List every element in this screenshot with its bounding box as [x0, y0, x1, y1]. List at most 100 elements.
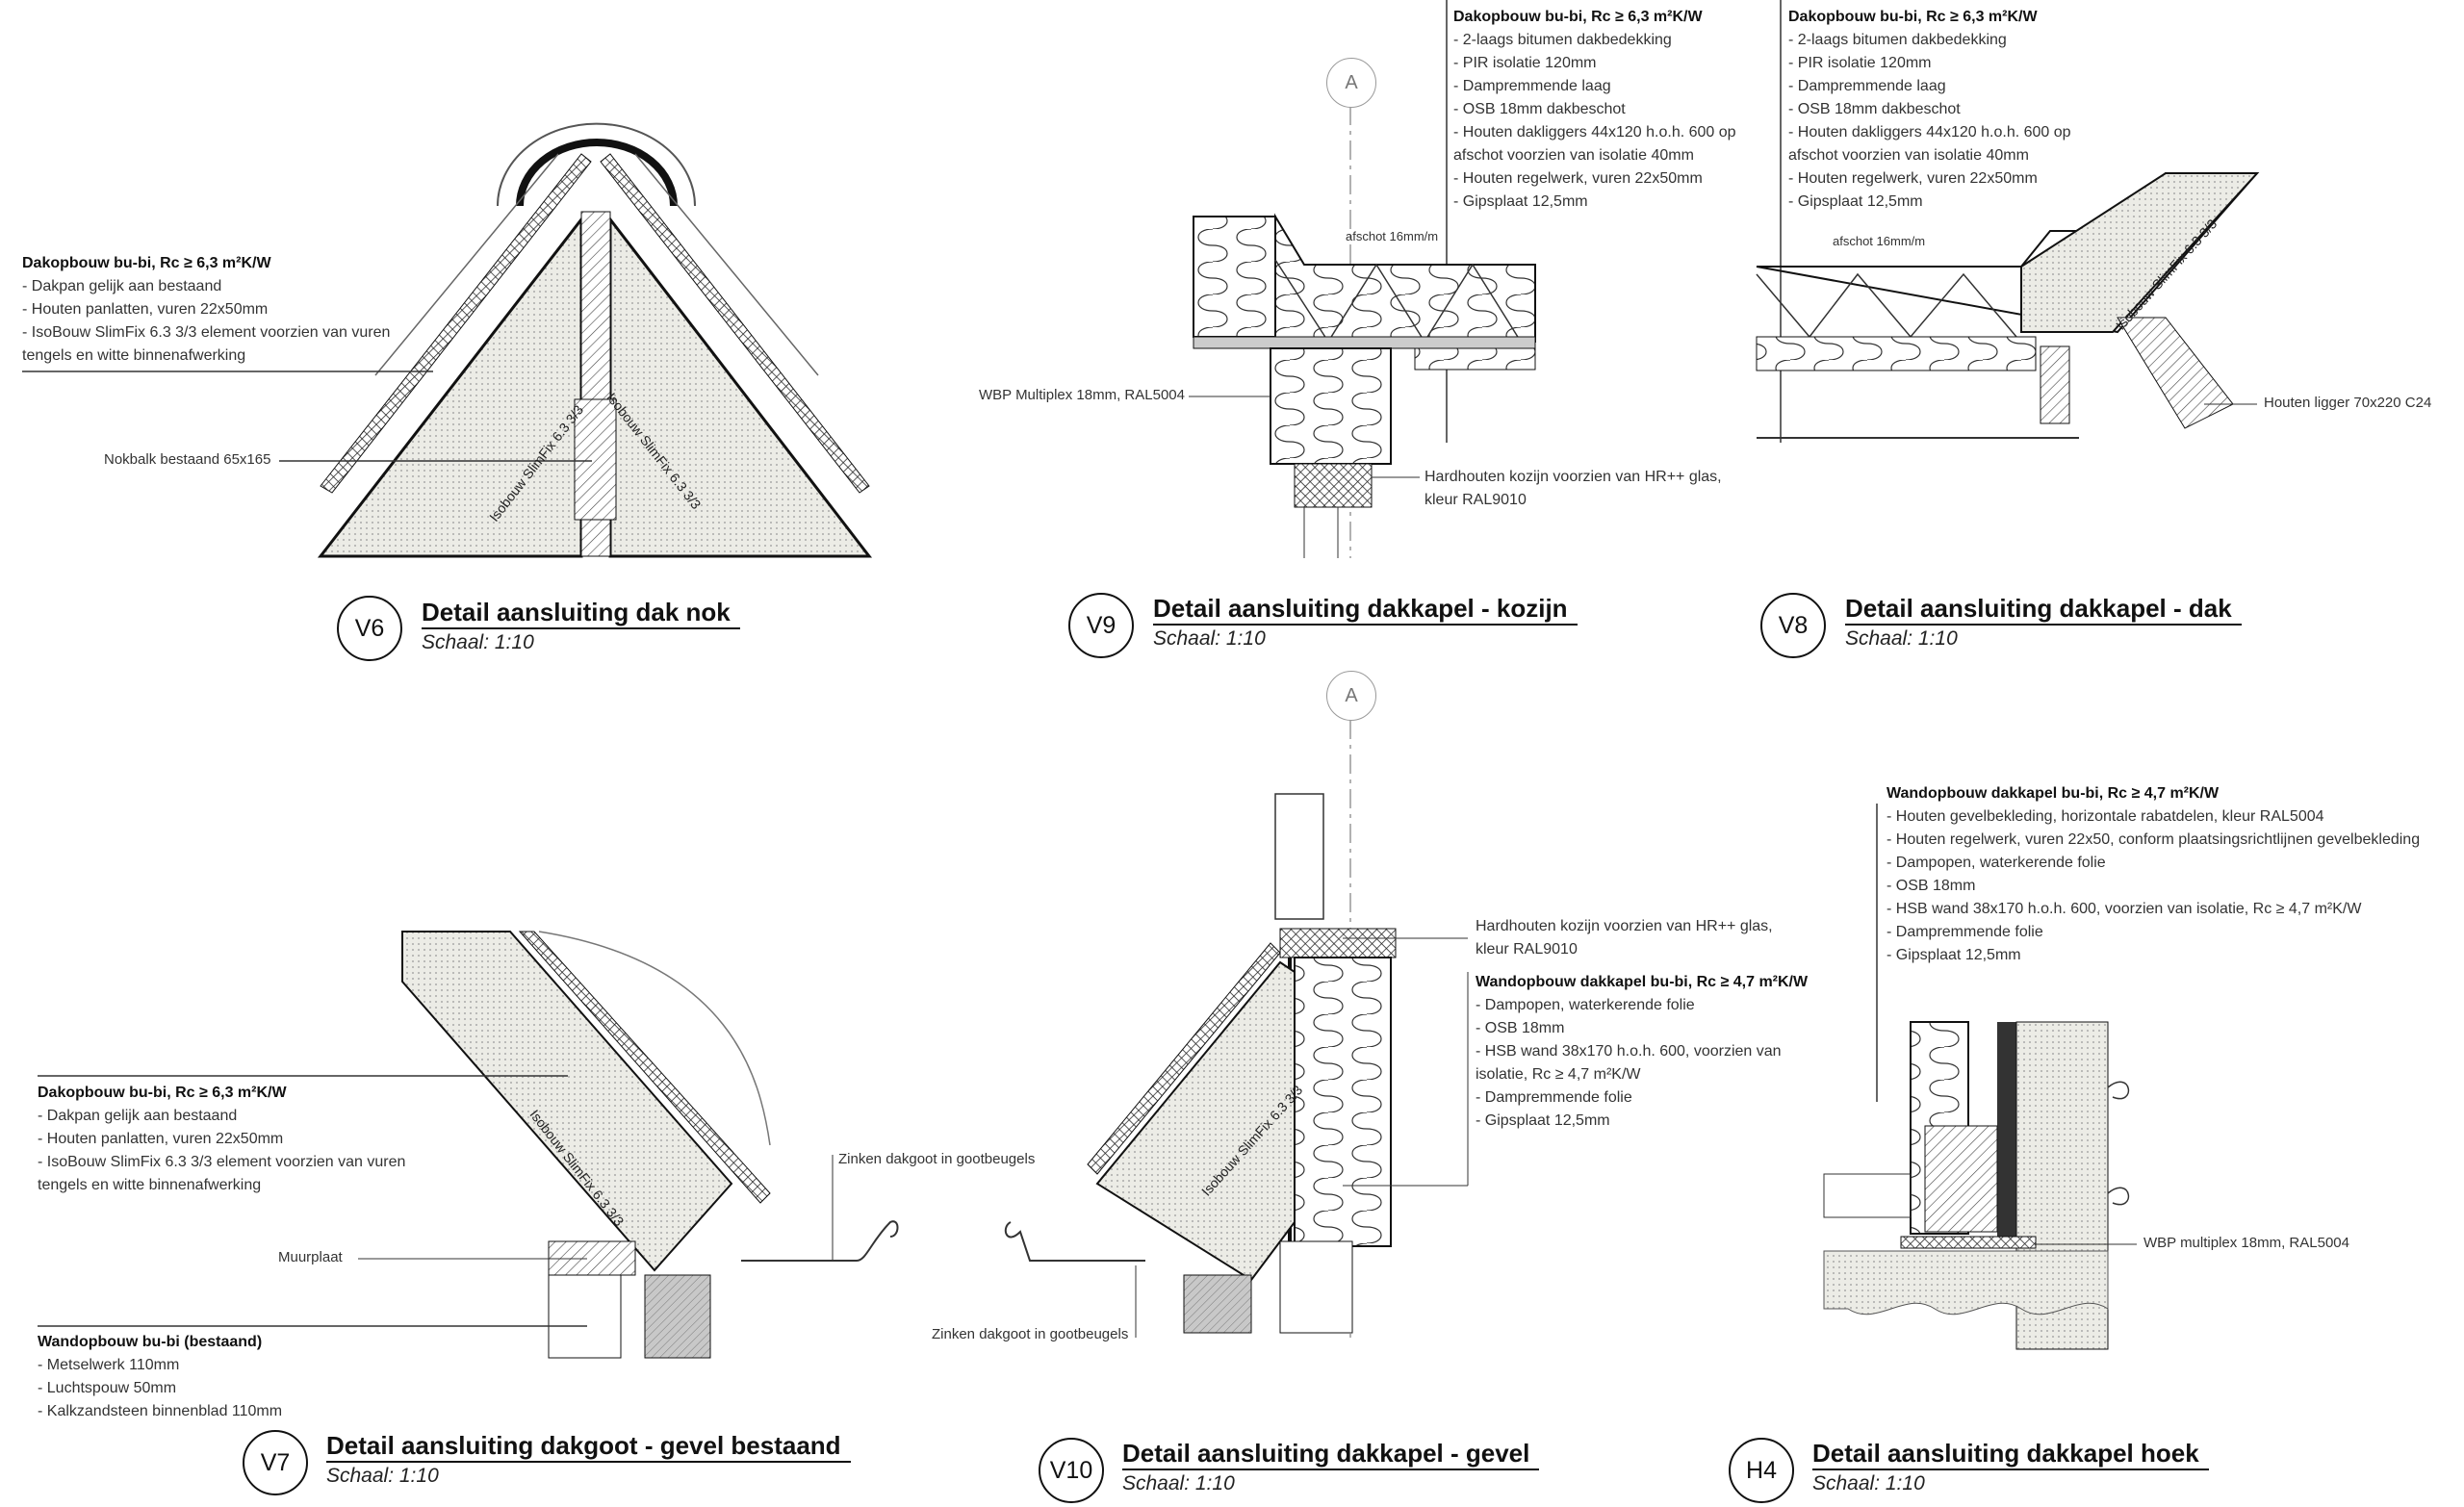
h4-title-block: Detail aansluiting dakkapel hoek Schaal:…	[1812, 1438, 2209, 1495]
v7-wall-line: - Luchtspouw 50mm	[38, 1380, 177, 1396]
v9-spec-heading: Dakopbouw bu-bi, Rc ≥ 6,3 m²K/W	[1453, 9, 1703, 25]
v9-scale: Schaal: 1:10	[1153, 627, 1266, 650]
v9-spec-line: - Houten regelwerk, vuren 22x50mm	[1453, 170, 1703, 187]
v7-spec: Dakopbouw bu-bi, Rc ≥ 6,3 m²K/W - Dakpan…	[38, 1082, 405, 1197]
v8-title-block: Detail aansluiting dakkapel - dak Schaal…	[1845, 593, 2242, 651]
h4-spec-heading: Wandopbouw dakkapel bu-bi, Rc ≥ 4,7 m²K/…	[1886, 785, 2220, 802]
v9-label-kozijn-line: kleur RAL9010	[1424, 492, 1527, 508]
v6-scale: Schaal: 1:10	[422, 631, 534, 653]
v6-spec-line: tengels en witte binnenafwerking	[22, 347, 246, 364]
v10-label-kozijn-line: kleur RAL9010	[1476, 941, 1578, 958]
v9-spec-line: - PIR isolatie 120mm	[1453, 55, 1597, 71]
v8-scale: Schaal: 1:10	[1845, 627, 1958, 650]
v7-label-muurplaat: Muurplaat	[278, 1249, 343, 1265]
v9-dormer-frame-drawing	[1189, 0, 1536, 558]
v8-label-ligger: Houten ligger 70x220 C24	[2264, 395, 2432, 411]
v8-spec-line: - Gipsplaat 12,5mm	[1788, 193, 1923, 210]
v8-detail-tag: V8	[1760, 593, 1826, 658]
v10-label-kozijn: Hardhouten kozijn voorzien van HR++ glas…	[1476, 915, 1773, 961]
v10-title-block: Detail aansluiting dakkapel - gevel Scha…	[1122, 1438, 1540, 1495]
v9-spec-line: - Dampremmende laag	[1453, 78, 1611, 94]
v6-spec-line: - Dakpan gelijk aan bestaand	[22, 278, 222, 294]
v10-scale: Schaal: 1:10	[1122, 1472, 1235, 1494]
v9-label-multiplex: WBP Multiplex 18mm, RAL5004	[979, 387, 1185, 403]
v9-spec-line: - 2-laags bitumen dakbedekking	[1453, 32, 1672, 48]
v7-spec-heading: Dakopbouw bu-bi, Rc ≥ 6,3 m²K/W	[38, 1085, 287, 1101]
v7-wall-heading: Wandopbouw bu-bi (bestaand)	[38, 1334, 263, 1350]
v9-detail-tag: V9	[1068, 593, 1134, 658]
v7-spec-line: tengels en witte binnenafwerking	[38, 1177, 262, 1193]
v10-detail-tag: V10	[1039, 1438, 1104, 1503]
v9-spec-line: - Houten dakliggers 44x120 h.o.h. 600 op	[1453, 124, 1736, 140]
h4-spec-line: - Dampremmende folie	[1886, 924, 2043, 940]
v9-spec-line: - Gipsplaat 12,5mm	[1453, 193, 1588, 210]
h4-spec: Wandopbouw dakkapel bu-bi, Rc ≥ 4,7 m²K/…	[1886, 782, 2420, 967]
h4-spec-line: - Houten gevelbekleding, horizontale rab…	[1886, 808, 2324, 825]
v9-label-kozijn: Hardhouten kozijn voorzien van HR++ glas…	[1424, 466, 1722, 512]
v7-scale: Schaal: 1:10	[326, 1465, 439, 1487]
section-marker-a-top: A	[1326, 58, 1376, 108]
v6-detail-tag: V6	[337, 596, 402, 661]
v8-spec-heading: Dakopbouw bu-bi, Rc ≥ 6,3 m²K/W	[1788, 9, 2038, 25]
v8-dormer-roof-drawing	[1756, 0, 2260, 443]
v10-spec-line: - HSB wand 38x170 h.o.h. 600, voorzien v…	[1476, 1043, 1782, 1060]
section-marker-a-bottom: A	[1326, 671, 1376, 721]
h4-corner-drawing	[1823, 804, 2137, 1350]
v6-ridge-drawing	[22, 122, 873, 558]
v8-spec-line: - 2-laags bitumen dakbedekking	[1788, 32, 2007, 48]
v9-spec-line: - OSB 18mm dakbeschot	[1453, 101, 1626, 117]
v8-spec-line: - Dampremmende laag	[1788, 78, 1946, 94]
h4-spec-line: - OSB 18mm	[1886, 878, 1976, 894]
v10-spec-line: - Gipsplaat 12,5mm	[1476, 1112, 1610, 1129]
v10-title: Detail aansluiting dakkapel - gevel	[1122, 1438, 1540, 1470]
v6-spec-heading: Dakopbouw bu-bi, Rc ≥ 6,3 m²K/W	[22, 255, 271, 271]
h4-label-multiplex: WBP multiplex 18mm, RAL5004	[2143, 1235, 2349, 1251]
v8-title: Detail aansluiting dakkapel - dak	[1845, 593, 2242, 626]
v10-spec: Wandopbouw dakkapel bu-bi, Rc ≥ 4,7 m²K/…	[1476, 971, 1808, 1133]
v10-spec-line: isolatie, Rc ≥ 4,7 m²K/W	[1476, 1066, 1641, 1083]
v10-spec-heading: Wandopbouw dakkapel bu-bi, Rc ≥ 4,7 m²K/…	[1476, 974, 1809, 990]
h4-spec-line: - Houten regelwerk, vuren 22x50, conform…	[1886, 831, 2421, 848]
v6-title: Detail aansluiting dak nok	[422, 597, 740, 629]
v6-label-nokbalk: Nokbalk bestaand 65x165	[104, 451, 271, 468]
h4-detail-tag: H4	[1729, 1438, 1794, 1503]
v10-spec-line: - Dampremmende folie	[1476, 1089, 1632, 1106]
h4-spec-line: - HSB wand 38x170 h.o.h. 600, voorzien v…	[1886, 901, 2362, 917]
v10-spec-line: - Dampopen, waterkerende folie	[1476, 997, 1695, 1013]
v9-title-block: Detail aansluiting dakkapel - kozijn Sch…	[1153, 593, 1578, 651]
v8-spec-line: - Houten dakliggers 44x120 h.o.h. 600 op	[1788, 124, 2071, 140]
v7-wall-spec: Wandopbouw bu-bi (bestaand) - Metselwerk…	[38, 1331, 282, 1423]
v8-spec-line: - PIR isolatie 120mm	[1788, 55, 1932, 71]
v6-spec-line: - Houten panlatten, vuren 22x50mm	[22, 301, 269, 318]
v10-label-kozijn-line: Hardhouten kozijn voorzien van HR++ glas…	[1476, 918, 1773, 934]
v8-spec: Dakopbouw bu-bi, Rc ≥ 6,3 m²K/W - 2-laag…	[1788, 6, 2071, 214]
v7-title: Detail aansluiting dakgoot - gevel besta…	[326, 1430, 851, 1463]
v7-wall-line: - Metselwerk 110mm	[38, 1357, 180, 1373]
v9-label-slope: afschot 16mm/m	[1346, 229, 1439, 243]
v8-spec-line: afschot voorzien van isolatie 40mm	[1788, 147, 2029, 164]
v7-label-gutter: Zinken dakgoot in gootbeugels	[838, 1151, 1036, 1167]
h4-scale: Schaal: 1:10	[1812, 1472, 1925, 1494]
v9-spec-line: afschot voorzien van isolatie 40mm	[1453, 147, 1694, 164]
h4-spec-line: - Dampopen, waterkerende folie	[1886, 855, 2106, 871]
v8-label-slope: afschot 16mm/m	[1833, 234, 1926, 248]
v6-title-block: Detail aansluiting dak nok Schaal: 1:10	[422, 597, 740, 654]
v7-spec-line: - Houten panlatten, vuren 22x50mm	[38, 1131, 284, 1147]
v9-title: Detail aansluiting dakkapel - kozijn	[1153, 593, 1578, 626]
v6-spec-line: - IsoBouw SlimFix 6.3 3/3 element voorzi…	[22, 324, 391, 341]
v10-label-gutter: Zinken dakgoot in gootbeugels	[932, 1326, 1129, 1342]
v7-detail-tag: V7	[243, 1430, 308, 1495]
v7-spec-line: - IsoBouw SlimFix 6.3 3/3 element voorzi…	[38, 1154, 406, 1170]
v7-title-block: Detail aansluiting dakgoot - gevel besta…	[326, 1430, 851, 1488]
v8-spec-line: - Houten regelwerk, vuren 22x50mm	[1788, 170, 2038, 187]
h4-title: Detail aansluiting dakkapel hoek	[1812, 1438, 2209, 1470]
v7-wall-line: - Kalkzandsteen binnenblad 110mm	[38, 1403, 283, 1419]
v7-gutter-drawing	[38, 931, 899, 1359]
v10-spec-line: - OSB 18mm	[1476, 1020, 1565, 1036]
v10-dormer-wall-drawing	[1004, 720, 1469, 1338]
h4-spec-line: - Gipsplaat 12,5mm	[1886, 947, 2021, 963]
v7-spec-line: - Dakpan gelijk aan bestaand	[38, 1108, 238, 1124]
v8-spec-line: - OSB 18mm dakbeschot	[1788, 101, 1961, 117]
v6-spec: Dakopbouw bu-bi, Rc ≥ 6,3 m²K/W - Dakpan…	[22, 252, 390, 368]
